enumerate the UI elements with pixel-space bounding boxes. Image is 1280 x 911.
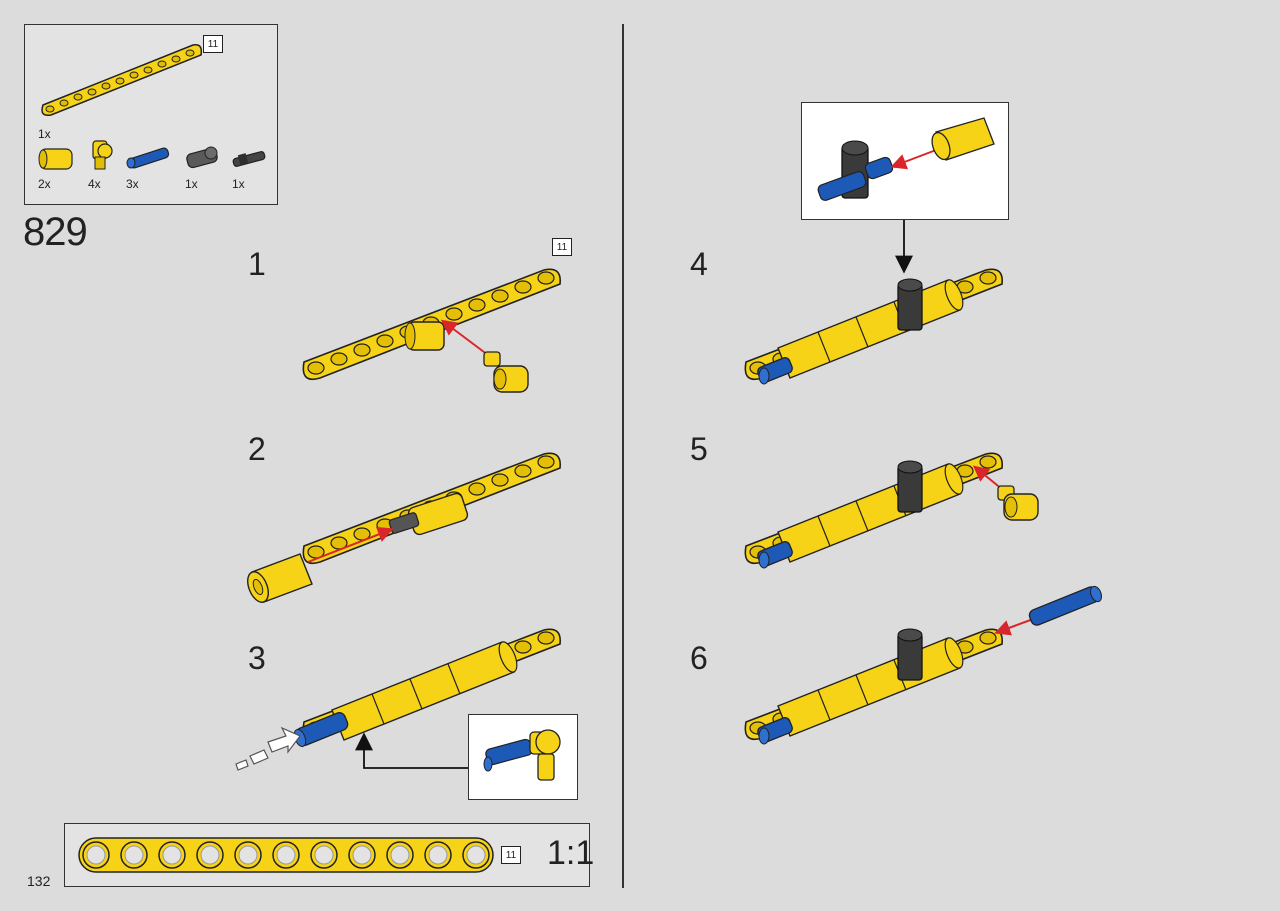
step-5-perpendicular-connector <box>997 485 1039 521</box>
part-count-axle-connector: 2x <box>38 177 51 191</box>
parts-list-box: 11 <box>24 24 278 205</box>
axle-connector-part-icon <box>38 148 73 170</box>
step-4-illustration <box>744 117 1004 385</box>
step-6-illustration <box>744 585 1103 745</box>
part-count-dark-connector: 1x <box>185 177 198 191</box>
step-2-illustration <box>247 452 562 603</box>
scale-label: 1:1 <box>547 834 595 872</box>
axle-pin-dark-part-icon <box>232 151 266 167</box>
step-5-illustration <box>744 452 1039 569</box>
step-number-5: 5 <box>690 431 708 467</box>
ruler-length-badge: 11 <box>501 846 521 864</box>
step-1-perpendicular-connector <box>483 351 529 393</box>
beam-11-part-icon <box>41 43 203 117</box>
one-to-one-ruler-box: 11 1:1 <box>64 823 594 887</box>
step-1-illustration <box>302 268 562 393</box>
step-3-push-arrow <box>235 726 301 771</box>
part-count-dark-axle-pin: 1x <box>232 177 245 191</box>
pin-with-friction-part-icon <box>126 147 170 169</box>
step-1-axle-connector <box>404 321 445 351</box>
pin-connector-perpendicular-part-icon <box>92 140 113 170</box>
part-count-beam: 1x <box>38 127 51 141</box>
pin-connector-dark-part-icon <box>186 146 218 169</box>
step-number-2: 2 <box>248 431 266 467</box>
part-count-blue-pin: 3x <box>126 177 139 191</box>
step-6-blue-pin <box>1028 585 1103 626</box>
step-3-illustration <box>235 628 562 781</box>
part-count-perpendicular-connector: 4x <box>88 177 101 191</box>
step-number-3: 3 <box>248 640 266 676</box>
beam-length-badge: 11 <box>203 35 223 53</box>
beam-11-ruler <box>78 837 494 873</box>
page-divider <box>622 24 624 888</box>
step-4-dark-connector <box>897 278 923 331</box>
step-4-callout-parts <box>817 117 995 201</box>
step-number-1: 1 <box>248 246 266 282</box>
step-2-axle-connector <box>247 553 313 603</box>
parts-list-illustrations <box>38 43 266 170</box>
step-number-4: 4 <box>690 246 708 282</box>
step-number-6: 6 <box>690 640 708 676</box>
step-1-beam-length-badge: 11 <box>552 238 572 256</box>
step-3-callout-parts <box>483 729 561 781</box>
page-number: 132 <box>27 873 51 889</box>
set-number: 829 <box>23 210 88 254</box>
